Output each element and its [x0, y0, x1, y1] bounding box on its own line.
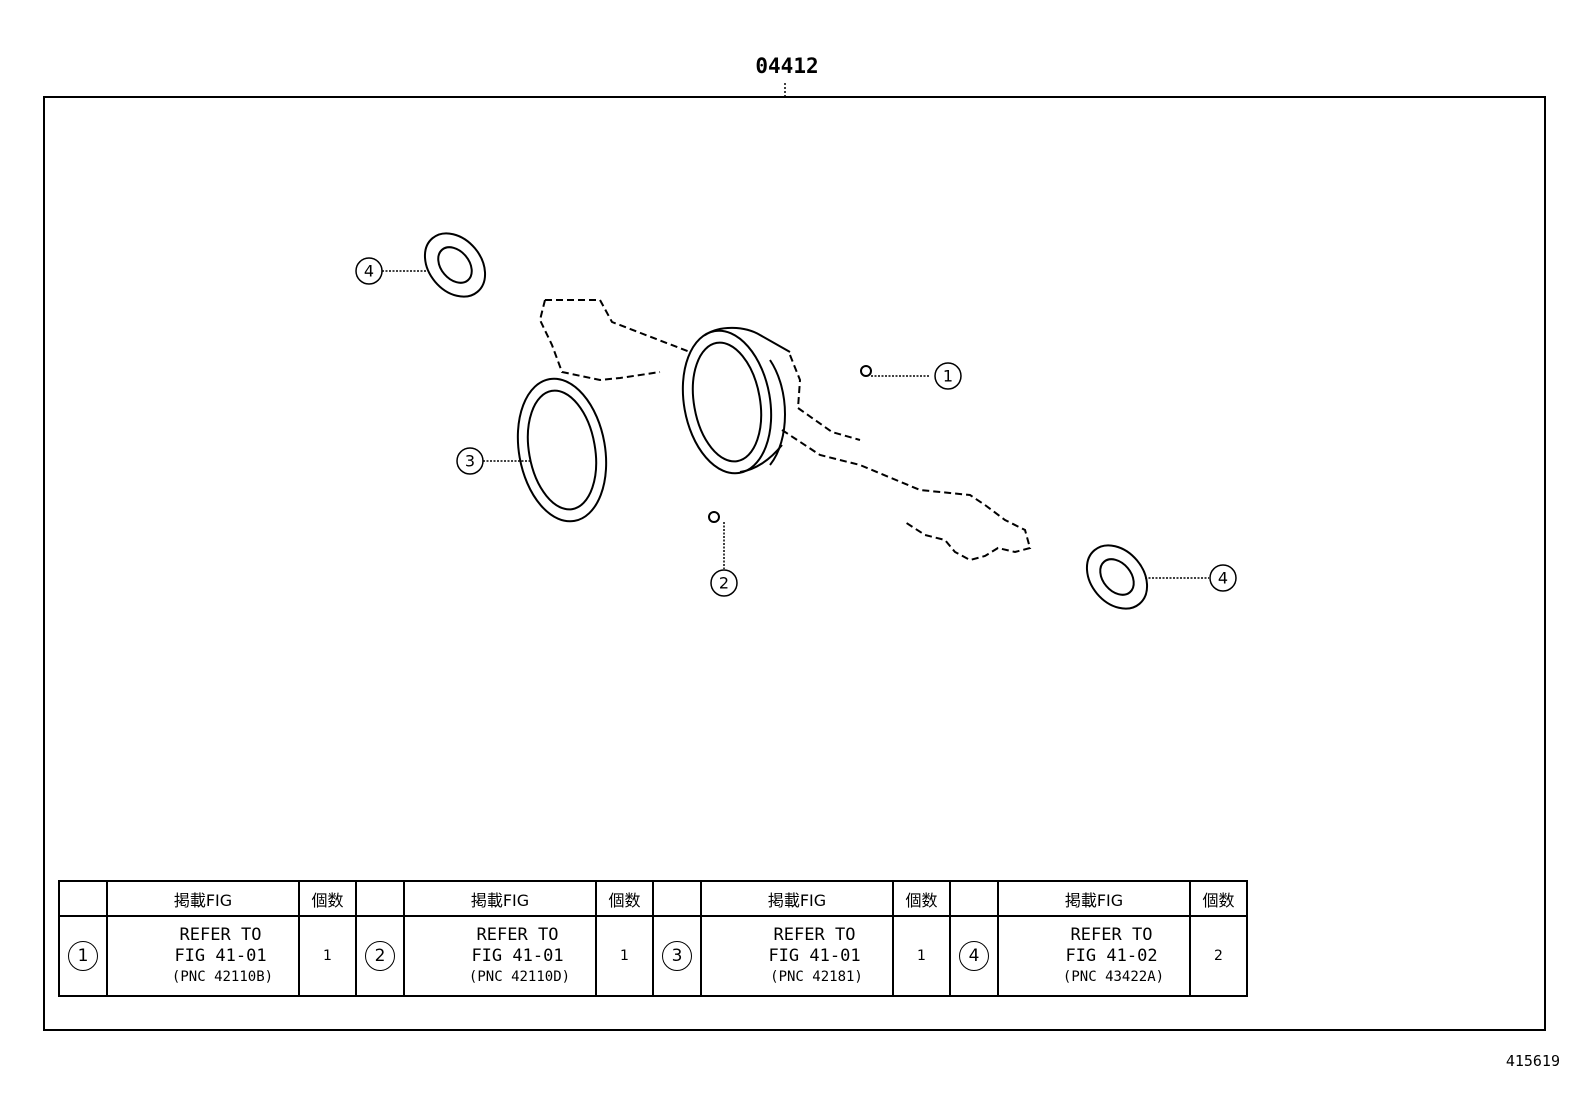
- diagram-frame: [43, 96, 1546, 1031]
- item-key: 1: [68, 941, 98, 971]
- item-key-cell: 4: [949, 915, 999, 997]
- item-ref-cell: REFER TO FIG 41-01 (PNC 42110D): [403, 915, 597, 997]
- item-key-cell: 1: [58, 915, 108, 997]
- item-ref-cell: REFER TO FIG 41-02 (PNC 43422A): [997, 915, 1191, 997]
- header-qty: 個数: [1189, 880, 1248, 917]
- axle-flange-gasket-upper: [423, 232, 487, 298]
- header-qty: 個数: [298, 880, 357, 917]
- reference-table: 掲載FIG 個数 掲載FIG 個数 掲載FIG 個数 掲載FIG 個数 1 RE…: [58, 880, 1248, 997]
- callout-label: 3: [465, 452, 475, 471]
- item-key: 3: [662, 941, 692, 971]
- callout-3: 3: [456, 447, 484, 475]
- figure-number: 415619: [1505, 1052, 1560, 1070]
- axle-housing: [538, 299, 1032, 562]
- kit-number: 04412: [755, 54, 819, 78]
- item-ref-cell: REFER TO FIG 41-01 (PNC 42110B): [106, 915, 300, 997]
- item-qty: 2: [1189, 915, 1248, 997]
- nut-part-2: [708, 511, 720, 523]
- callout-2: 2: [710, 569, 738, 597]
- callout-4-lower: 4: [1209, 564, 1237, 592]
- callout-label: 1: [943, 367, 953, 386]
- header-qty: 個数: [892, 880, 951, 917]
- table-row: 1 REFER TO FIG 41-01 (PNC 42110B) 1 2 RE…: [58, 915, 1248, 997]
- differential-carrier-housing: [681, 326, 791, 475]
- callout-label: 4: [1218, 569, 1228, 588]
- header-ref: 掲載FIG: [997, 880, 1191, 917]
- item-key: 4: [959, 941, 989, 971]
- item-key-cell: 3: [652, 915, 702, 997]
- item-pnc: (PNC 42110B): [171, 968, 274, 985]
- header-qty: 個数: [595, 880, 654, 917]
- callout-4-upper: 4: [355, 257, 383, 285]
- axle-flange-gasket-lower: [1085, 544, 1149, 610]
- item-pnc: (PNC 42181): [770, 968, 863, 985]
- callout-label: 2: [719, 574, 729, 593]
- callout-1: 1: [934, 362, 962, 390]
- item-qty: 1: [892, 915, 951, 997]
- item-pnc: (PNC 42110D): [468, 968, 571, 985]
- item-ref-cell: REFER TO FIG 41-01 (PNC 42181): [700, 915, 894, 997]
- header-ref: 掲載FIG: [700, 880, 894, 917]
- nut-part-1: [860, 365, 872, 377]
- header-ref: 掲載FIG: [403, 880, 597, 917]
- carrier-gasket: [516, 377, 608, 523]
- item-key-cell: 2: [355, 915, 405, 997]
- item-key: 2: [365, 941, 395, 971]
- item-qty: 1: [595, 915, 654, 997]
- table-header-row: 掲載FIG 個数 掲載FIG 個数 掲載FIG 個数 掲載FIG 個数: [58, 880, 1248, 917]
- item-qty: 1: [298, 915, 357, 997]
- item-pnc: (PNC 43422A): [1062, 968, 1165, 985]
- callout-label: 4: [364, 262, 374, 281]
- header-ref: 掲載FIG: [106, 880, 300, 917]
